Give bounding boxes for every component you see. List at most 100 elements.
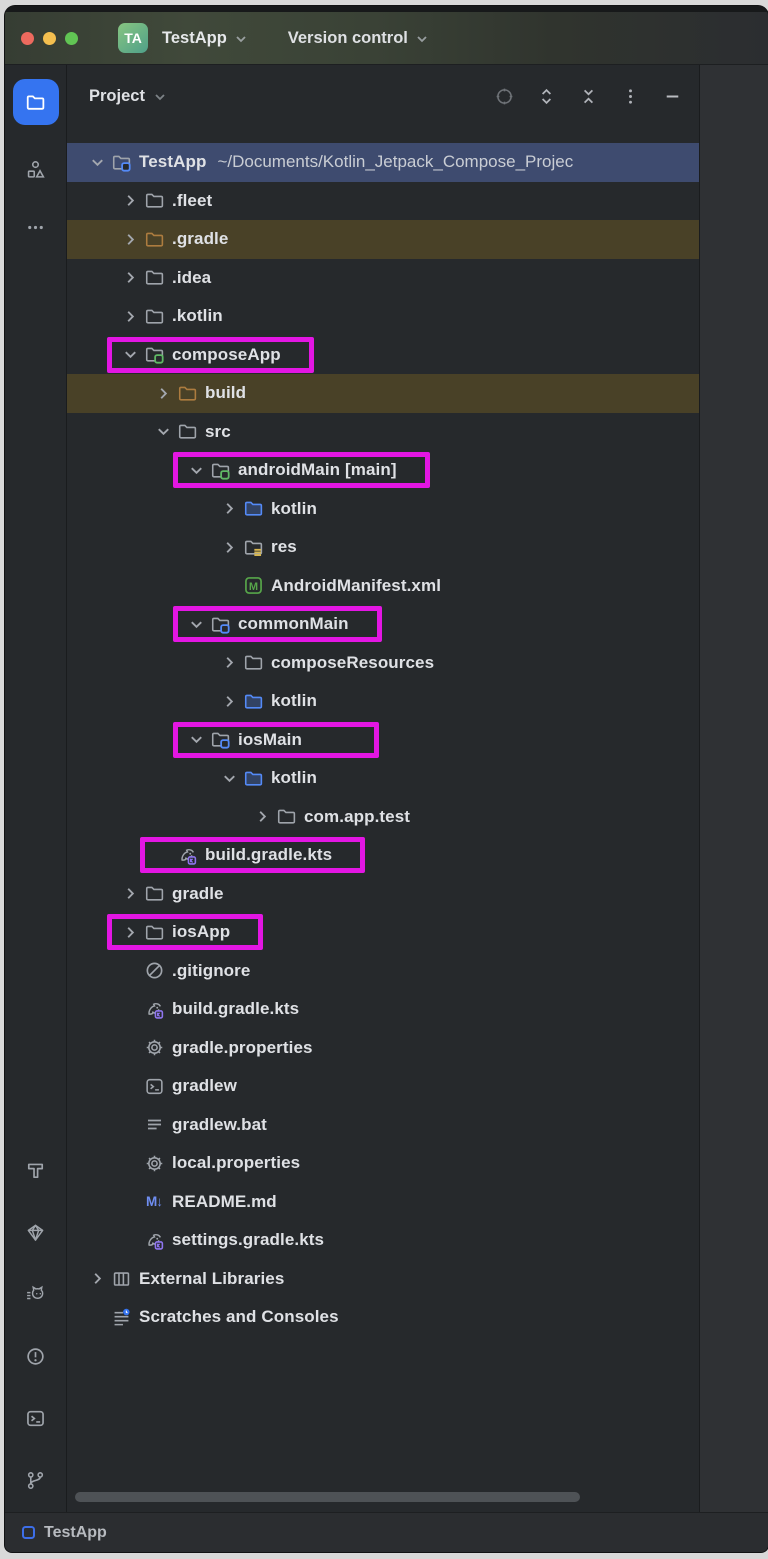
chevron-down-icon[interactable] bbox=[183, 729, 209, 751]
manifest-icon: M bbox=[242, 575, 264, 597]
tree-item[interactable]: .fleet bbox=[67, 182, 699, 221]
chevron-right-icon[interactable] bbox=[117, 228, 143, 250]
chevron-right-icon[interactable] bbox=[216, 690, 242, 712]
problems-tool-button[interactable] bbox=[22, 1342, 50, 1370]
folder-icon bbox=[275, 806, 297, 828]
tree-item[interactable]: build bbox=[67, 374, 699, 413]
tool-window-stripe bbox=[5, 65, 67, 1512]
tree-item[interactable]: iosMain bbox=[67, 721, 699, 760]
tree-item[interactable]: res bbox=[67, 528, 699, 567]
version-control-tool-button[interactable] bbox=[22, 1466, 50, 1494]
chevron-down-icon[interactable] bbox=[117, 344, 143, 366]
chevron-right-icon[interactable] bbox=[216, 498, 242, 520]
tree-item-label: .kotlin bbox=[172, 306, 223, 326]
project-view-selector[interactable]: Project bbox=[89, 87, 167, 106]
library-icon bbox=[110, 1268, 132, 1290]
status-project-name[interactable]: TestApp bbox=[44, 1523, 107, 1541]
chevron-down-icon[interactable] bbox=[183, 613, 209, 635]
chevron-right-icon[interactable] bbox=[117, 305, 143, 327]
more-options-kebab-icon[interactable] bbox=[619, 85, 641, 107]
tree-item-path-suffix: ~/Documents/Kotlin_Jetpack_Compose_Proje… bbox=[217, 152, 574, 172]
chevron-right-icon[interactable] bbox=[249, 806, 275, 828]
tree-item-label: kotlin bbox=[271, 691, 317, 711]
folder-icon bbox=[176, 421, 198, 443]
tree-item[interactable]: gradlew.bat bbox=[67, 1106, 699, 1145]
tree-item[interactable]: build.gradle.kts bbox=[67, 990, 699, 1029]
chevron-right-icon[interactable] bbox=[117, 921, 143, 943]
minimize-window-button[interactable] bbox=[43, 31, 56, 45]
tree-item[interactable]: M AndroidManifest.xml bbox=[67, 567, 699, 606]
version-control-label: Version control bbox=[287, 28, 408, 47]
tree-item[interactable]: .gitignore bbox=[67, 952, 699, 991]
tree-item-label: gradle bbox=[172, 883, 224, 903]
zoom-window-button[interactable] bbox=[65, 31, 78, 45]
tree-item-label: commonMain bbox=[238, 614, 349, 634]
chevron-down-icon[interactable] bbox=[183, 459, 209, 481]
tree-item[interactable]: composeApp bbox=[67, 336, 699, 375]
project-name-label: TestApp bbox=[162, 28, 227, 47]
module-blue-icon bbox=[110, 151, 132, 173]
chevron-placeholder bbox=[117, 998, 143, 1020]
panel-title-label: Project bbox=[89, 86, 145, 105]
tree-item[interactable]: .idea bbox=[67, 259, 699, 298]
tree-item[interactable]: androidMain [main] bbox=[67, 451, 699, 490]
tree-item[interactable]: TestApp~/Documents/Kotlin_Jetpack_Compos… bbox=[67, 143, 699, 182]
chevron-placeholder bbox=[117, 1114, 143, 1136]
terminal-tool-button[interactable] bbox=[22, 1404, 50, 1432]
chevron-down-icon[interactable] bbox=[216, 767, 242, 789]
tree-item-label: gradlew bbox=[172, 1076, 237, 1096]
tree-item[interactable]: gradle bbox=[67, 875, 699, 914]
chevron-right-icon[interactable] bbox=[150, 382, 176, 404]
tree-item[interactable]: .kotlin bbox=[67, 297, 699, 336]
version-control-menu[interactable]: Version control bbox=[288, 29, 429, 48]
collapse-all-icon[interactable] bbox=[577, 85, 599, 107]
chevron-down-icon[interactable] bbox=[84, 151, 110, 173]
project-tool-button[interactable] bbox=[12, 79, 59, 125]
tree-item[interactable]: kotlin bbox=[67, 682, 699, 721]
logcat-tool-button[interactable] bbox=[22, 1280, 50, 1308]
chevron-right-icon[interactable] bbox=[117, 190, 143, 212]
tree-item[interactable]: Scratches and Consoles bbox=[67, 1298, 699, 1337]
chevron-right-icon[interactable] bbox=[84, 1268, 110, 1290]
chevron-right-icon[interactable] bbox=[117, 883, 143, 905]
tree-item[interactable]: commonMain bbox=[67, 605, 699, 644]
tree-item[interactable]: local.properties bbox=[67, 1144, 699, 1183]
tree-item[interactable]: gradle.properties bbox=[67, 1029, 699, 1068]
tree-item[interactable]: src bbox=[67, 413, 699, 452]
expand-all-icon[interactable] bbox=[535, 85, 557, 107]
tree-item[interactable]: M↓README.md bbox=[67, 1183, 699, 1222]
locate-target-icon[interactable] bbox=[493, 85, 515, 107]
gear-icon bbox=[143, 1037, 165, 1059]
horizontal-scrollbar[interactable] bbox=[75, 1492, 580, 1502]
structure-tool-button[interactable] bbox=[22, 155, 50, 183]
chevron-down-icon bbox=[236, 36, 246, 43]
chevron-right-icon[interactable] bbox=[216, 652, 242, 674]
tree-item[interactable]: iosApp bbox=[67, 913, 699, 952]
chevron-right-icon[interactable] bbox=[216, 536, 242, 558]
tree-item[interactable]: gradlew bbox=[67, 1067, 699, 1106]
tree-item[interactable]: External Libraries bbox=[67, 1260, 699, 1299]
hammer-icon bbox=[25, 1160, 46, 1181]
tree-item-label: src bbox=[205, 421, 231, 441]
tree-item[interactable]: kotlin bbox=[67, 759, 699, 798]
tree-item[interactable]: kotlin bbox=[67, 490, 699, 529]
annotation-box: androidMain [main] bbox=[173, 452, 430, 489]
tree-item[interactable]: .gradle bbox=[67, 220, 699, 259]
hide-panel-icon[interactable] bbox=[661, 85, 683, 107]
tree-item-label: AndroidManifest.xml bbox=[271, 575, 442, 595]
tree-item[interactable]: settings.gradle.kts bbox=[67, 1221, 699, 1260]
window-top-edge bbox=[5, 6, 768, 12]
more-tools-button[interactable] bbox=[22, 213, 50, 241]
tree-item-label: kotlin bbox=[271, 768, 317, 788]
close-window-button[interactable] bbox=[21, 31, 34, 45]
tree-item[interactable]: composeResources bbox=[67, 644, 699, 683]
tree-item[interactable]: build.gradle.kts bbox=[67, 836, 699, 875]
gem-tool-button[interactable] bbox=[22, 1218, 50, 1246]
chevron-down-icon[interactable] bbox=[150, 421, 176, 443]
tree-item-label: gradle.properties bbox=[172, 1037, 313, 1057]
build-tool-button[interactable] bbox=[22, 1156, 50, 1184]
tree-item[interactable]: com.app.test bbox=[67, 798, 699, 837]
tree-item-label: com.app.test bbox=[304, 806, 411, 826]
project-name-menu[interactable]: TestApp bbox=[162, 29, 248, 48]
chevron-right-icon[interactable] bbox=[117, 267, 143, 289]
